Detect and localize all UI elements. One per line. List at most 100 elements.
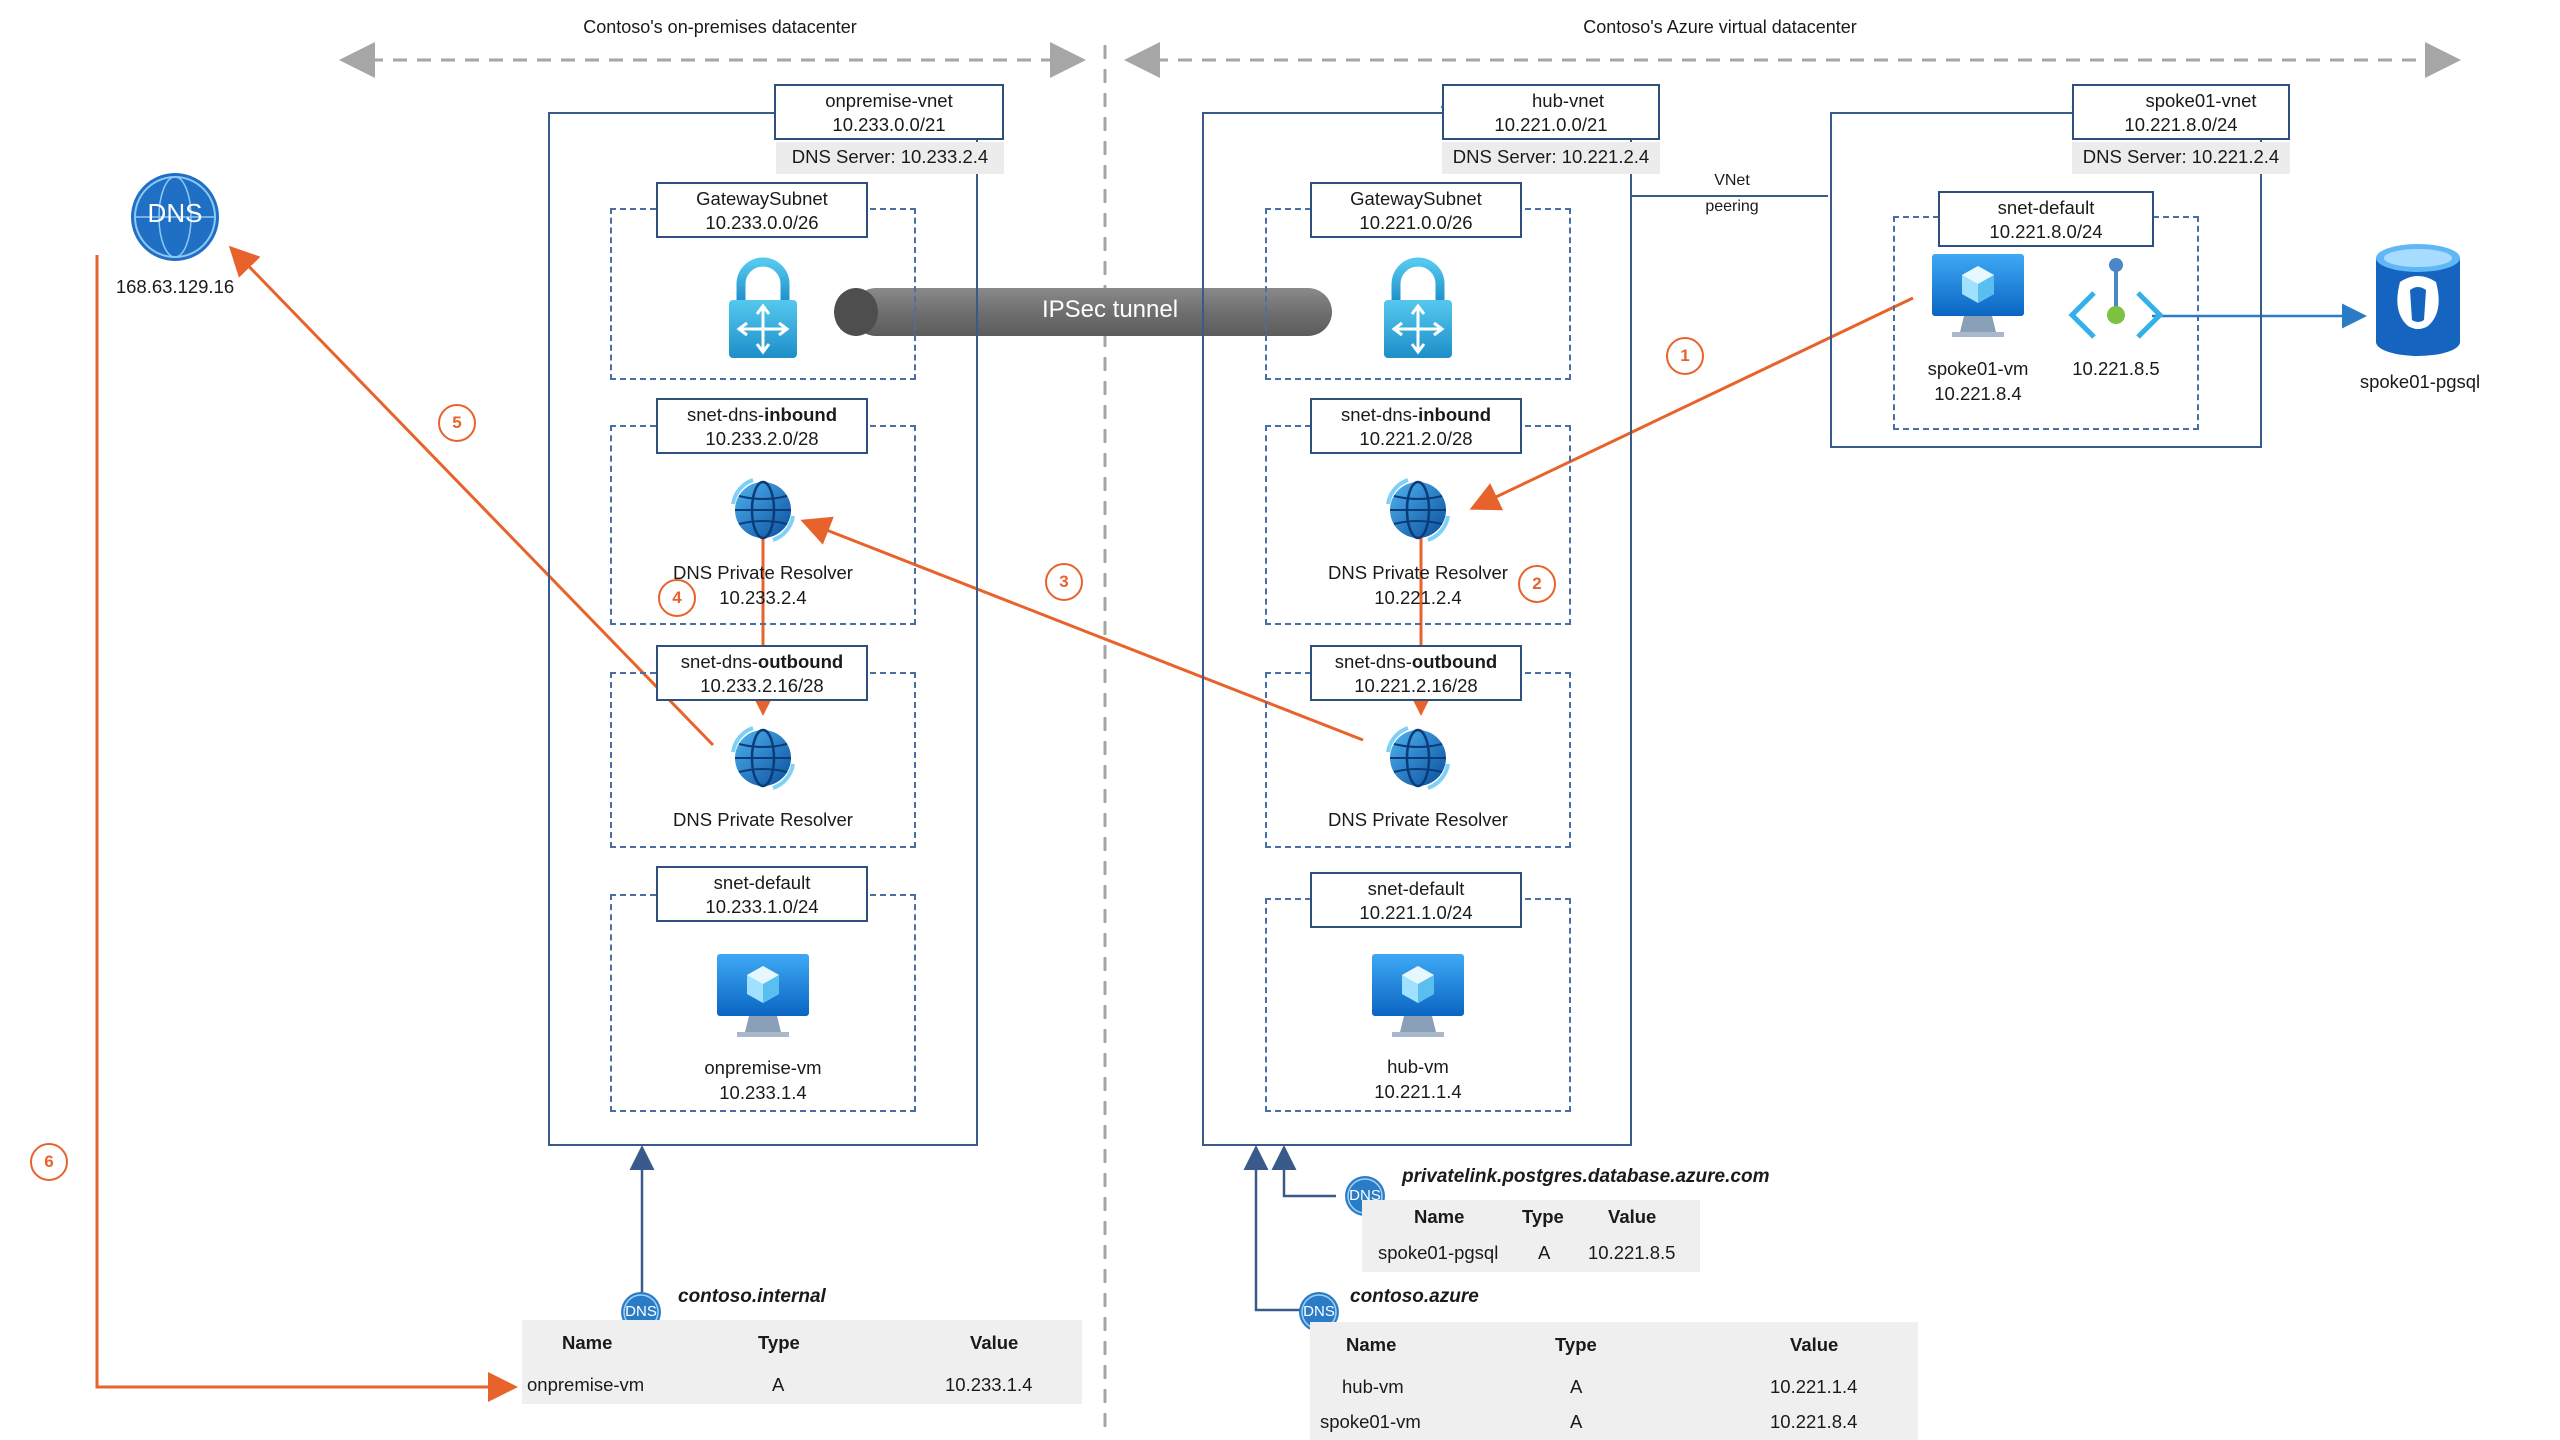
subnet-name: snet-default <box>1997 197 2095 218</box>
pgsql-name: spoke01-pgsql <box>2359 371 2481 392</box>
onprem-default-subnet-label: snet-default 10.233.1.0/24 <box>656 866 868 922</box>
col-header-name: Name <box>1346 1334 1397 1355</box>
subnet-name: snet-default <box>1367 878 1465 899</box>
subnet-cidr: 10.221.0.0/26 <box>1359 212 1473 233</box>
col-header-type: Type <box>1555 1334 1597 1355</box>
spoke-vnet-cidr: 10.221.8.0/24 <box>2124 114 2238 135</box>
onprem-outbound-subnet-label: snet-dns-outbound 10.233.2.16/28 <box>656 645 868 701</box>
hub-inbound-resolver-label: DNS Private Resolver <box>1328 562 1508 583</box>
onprem-vm-ip: 10.233.1.4 <box>719 1082 807 1103</box>
zone-record-value: 10.221.8.4 <box>1770 1411 1858 1432</box>
privatelink-zone-name: privatelink.postgres.database.azure.com <box>1402 1166 1770 1187</box>
step-3-marker: 3 <box>1045 563 1083 601</box>
onprem-vnet-border <box>548 112 978 1146</box>
zone-record-value: 10.221.1.4 <box>1770 1376 1858 1397</box>
onprem-dns-server: DNS Server: 10.233.2.4 <box>776 142 1004 174</box>
onprem-outbound-resolver-label: DNS Private Resolver <box>673 809 853 830</box>
zone-record-type: A <box>1570 1376 1583 1397</box>
pgsql-database-icon <box>2376 244 2460 356</box>
onprem-zone-dns-badge-text: DNS <box>625 1303 657 1320</box>
zone-record-name: spoke01-vm <box>1320 1411 1421 1432</box>
onprem-inbound-resolver-ip: 10.233.2.4 <box>719 587 807 608</box>
hub-vnet-border <box>1202 112 1632 1146</box>
hub-outbound-resolver-label: DNS Private Resolver <box>1328 809 1508 830</box>
subnet-cidr: 10.233.0.0/26 <box>705 212 819 233</box>
subnet-name-bold: outbound <box>1411 651 1498 672</box>
zone-record-type: A <box>1570 1411 1583 1432</box>
step-4-marker: 4 <box>658 579 696 617</box>
zone-record-value: 10.233.1.4 <box>945 1374 1033 1395</box>
onprem-gateway-subnet-label: GatewaySubnet 10.233.0.0/26 <box>656 182 868 238</box>
subnet-cidr: 10.233.2.16/28 <box>700 675 824 696</box>
subnet-cidr: 10.233.2.0/28 <box>705 428 819 449</box>
hub-gateway-subnet-label: GatewaySubnet 10.221.0.0/26 <box>1310 182 1522 238</box>
onprem-vnet-name: onpremise-vnet <box>825 90 953 111</box>
subnet-name-bold: inbound <box>1418 404 1492 425</box>
subnet-name: GatewaySubnet <box>696 188 828 209</box>
col-header-type: Type <box>758 1332 800 1353</box>
step-5-marker: 5 <box>438 404 476 442</box>
public-dns-label: DNS <box>147 198 203 228</box>
zone-record-name: hub-vm <box>1342 1376 1404 1397</box>
hub-vnet-title: hub-vnet 10.221.0.0/21 <box>1442 84 1660 140</box>
zone-record-name: onpremise-vm <box>527 1374 645 1395</box>
onprem-zone-name: contoso.internal <box>678 1286 826 1307</box>
col-header-value: Value <box>1790 1334 1839 1355</box>
hub-vnet-name: hub-vnet <box>1532 90 1604 111</box>
col-header-type: Type <box>1522 1206 1564 1227</box>
hub-vm-ip: 10.221.1.4 <box>1374 1081 1462 1102</box>
public-dns-ip: 168.63.129.16 <box>115 276 235 297</box>
tunnel-end <box>834 288 878 336</box>
subnet-name: snet-dns-inbound <box>658 403 866 427</box>
onprem-zone-table: Name Type Value onpremise-vm A 10.233.1.… <box>522 1320 1082 1404</box>
spoke-vm-ip: 10.221.8.4 <box>1934 383 2022 404</box>
subnet-name-prefix: snet-dns- <box>686 404 765 425</box>
spoke-default-subnet-label: snet-default 10.221.8.0/24 <box>1938 191 2154 247</box>
spoke-vnet-border <box>1830 112 2262 448</box>
col-header-value: Value <box>1608 1206 1657 1227</box>
privatelink-zone-table: Name Type Value spoke01-pgsql A 10.221.8… <box>1362 1200 1700 1272</box>
subnet-name: GatewaySubnet <box>1350 188 1482 209</box>
vnet-peering-label-line2: peering <box>1705 198 1759 215</box>
onprem-zone-title: Contoso's on-premises datacenter <box>583 17 857 37</box>
spoke-dns-server: DNS Server: 10.221.2.4 <box>2072 142 2290 174</box>
flow-arrow-1 <box>1469 296 1914 511</box>
public-dns-icon <box>131 173 219 261</box>
privatelink-zone-link <box>1271 1145 1336 1198</box>
zone-record-type: A <box>1538 1242 1551 1263</box>
zone-record-value: 10.221.8.5 <box>1588 1242 1676 1263</box>
subnet-name: snet-dns-outbound <box>1312 650 1520 674</box>
subnet-name: snet-dns-inbound <box>1312 403 1520 427</box>
subnet-name-bold: outbound <box>757 651 844 672</box>
subnet-name-prefix: snet-dns- <box>1334 651 1412 672</box>
zone-record-name: spoke01-pgsql <box>1378 1242 1499 1263</box>
flow-arrow-3 <box>800 516 1364 742</box>
step-2-marker: 2 <box>1518 565 1556 603</box>
subnet-cidr: 10.221.1.0/24 <box>1359 902 1473 923</box>
azure-zone-link <box>1243 1145 1300 1312</box>
private-endpoint-ip: 10.221.8.5 <box>2072 358 2160 379</box>
azure-zone-name: contoso.azure <box>1350 1286 1479 1307</box>
onprem-default-subnet <box>610 894 916 1112</box>
azure-zone-title: Contoso's Azure virtual datacenter <box>1583 17 1857 37</box>
onprem-vnet-cidr: 10.233.0.0/21 <box>832 114 946 135</box>
subnet-cidr: 10.221.8.0/24 <box>1989 221 2103 242</box>
hub-vnet-cidr: 10.221.0.0/21 <box>1494 114 1608 135</box>
subnet-cidr: 10.233.1.0/24 <box>705 896 819 917</box>
col-header-name: Name <box>1414 1206 1465 1227</box>
onprem-inbound-subnet-label: snet-dns-inbound 10.233.2.0/28 <box>656 398 868 454</box>
onprem-inbound-resolver-label: DNS Private Resolver <box>673 562 853 583</box>
subnet-name: snet-default <box>713 872 811 893</box>
hub-inbound-subnet-label: snet-dns-inbound 10.221.2.0/28 <box>1310 398 1522 454</box>
subnet-name-prefix: snet-dns- <box>1340 404 1419 425</box>
col-header-name: Name <box>562 1332 613 1353</box>
ipsec-tunnel <box>852 288 1332 336</box>
hub-vm-name: hub-vm <box>1387 1056 1449 1077</box>
hub-inbound-resolver-ip: 10.221.2.4 <box>1374 587 1462 608</box>
hub-outbound-subnet-label: snet-dns-outbound 10.221.2.16/28 <box>1310 645 1522 701</box>
flow-arrow-6 <box>95 255 518 1402</box>
hub-dns-server: DNS Server: 10.221.2.4 <box>1442 142 1660 174</box>
subnet-name-bold: inbound <box>764 404 838 425</box>
